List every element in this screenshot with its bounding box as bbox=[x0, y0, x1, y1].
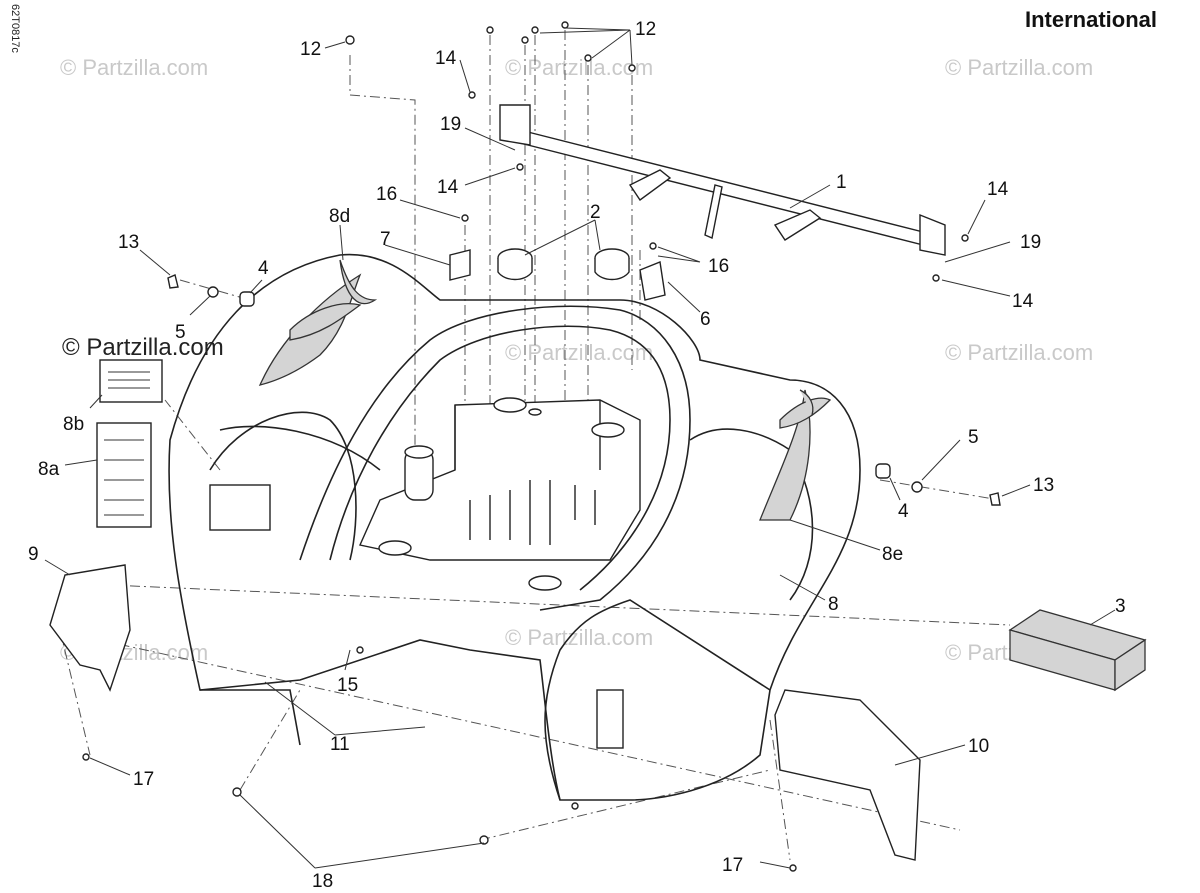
watermark: © Partzilla.com bbox=[60, 55, 208, 80]
callout-8e: 8e bbox=[882, 544, 903, 565]
callout-8d: 8d bbox=[329, 206, 350, 227]
callout-17: 17 bbox=[133, 769, 154, 790]
callout-9: 9 bbox=[28, 544, 39, 565]
right-side-cover bbox=[774, 689, 921, 861]
callout-12: 12 bbox=[635, 19, 656, 40]
copyright-label: © Partzilla.com bbox=[62, 334, 224, 361]
decal-8e bbox=[759, 389, 832, 521]
callout-8: 8 bbox=[828, 594, 839, 615]
watermark: © Partzilla.com bbox=[945, 340, 1093, 365]
callout-3: 3 bbox=[1115, 596, 1126, 617]
callout-18: 18 bbox=[312, 871, 333, 892]
watermark: © Partzilla.com bbox=[505, 340, 653, 365]
callout-15: 15 bbox=[337, 675, 358, 696]
label-locations bbox=[209, 484, 624, 749]
callout-13: 13 bbox=[1033, 475, 1054, 496]
callouts: 1 2 3 4 4 5 5 6 7 8 8a 8b 8d 8e 9 10 11 … bbox=[28, 19, 1126, 892]
watermark: © Partzilla.com bbox=[945, 55, 1093, 80]
decal-8d bbox=[258, 259, 378, 386]
brackets bbox=[449, 249, 666, 301]
callout-11: 11 bbox=[330, 734, 350, 755]
callout-14: 14 bbox=[987, 179, 1009, 200]
grommets bbox=[497, 248, 630, 281]
callout-5: 5 bbox=[968, 427, 979, 448]
page-title: International bbox=[1025, 7, 1157, 32]
callout-19: 19 bbox=[1020, 232, 1041, 253]
callout-5: 5 bbox=[175, 322, 186, 343]
callout-4: 4 bbox=[898, 501, 909, 522]
right-fasteners bbox=[875, 463, 1001, 506]
screws bbox=[82, 21, 969, 872]
leader-lines bbox=[44, 27, 1116, 869]
callout-14: 14 bbox=[1012, 291, 1034, 312]
callout-17: 17 bbox=[722, 855, 743, 876]
callout-6: 6 bbox=[700, 309, 711, 330]
diagram-code: 62T0817c bbox=[9, 4, 21, 53]
callout-4: 4 bbox=[258, 258, 269, 279]
tool-box bbox=[1008, 609, 1147, 692]
watermark: © Partzilla.com bbox=[505, 625, 653, 650]
callout-1: 1 bbox=[836, 172, 847, 193]
callout-16: 16 bbox=[708, 256, 729, 277]
callout-16: 16 bbox=[376, 184, 397, 205]
callout-8a: 8a bbox=[38, 459, 60, 480]
rear-grab-rack bbox=[499, 104, 946, 256]
callout-13: 13 bbox=[118, 232, 139, 253]
left-side-cover bbox=[49, 564, 131, 692]
callout-19: 19 bbox=[440, 114, 461, 135]
left-fasteners bbox=[167, 274, 255, 307]
callout-10: 10 bbox=[968, 736, 989, 757]
rear-body-panel bbox=[168, 253, 861, 801]
storage-compartment bbox=[359, 397, 641, 591]
warning-labels bbox=[96, 359, 163, 528]
callout-12: 12 bbox=[300, 39, 321, 60]
callout-7: 7 bbox=[380, 229, 391, 250]
callout-14: 14 bbox=[435, 48, 457, 69]
callout-8b: 8b bbox=[63, 414, 84, 435]
callout-2: 2 bbox=[590, 202, 601, 223]
callout-14: 14 bbox=[437, 177, 459, 198]
